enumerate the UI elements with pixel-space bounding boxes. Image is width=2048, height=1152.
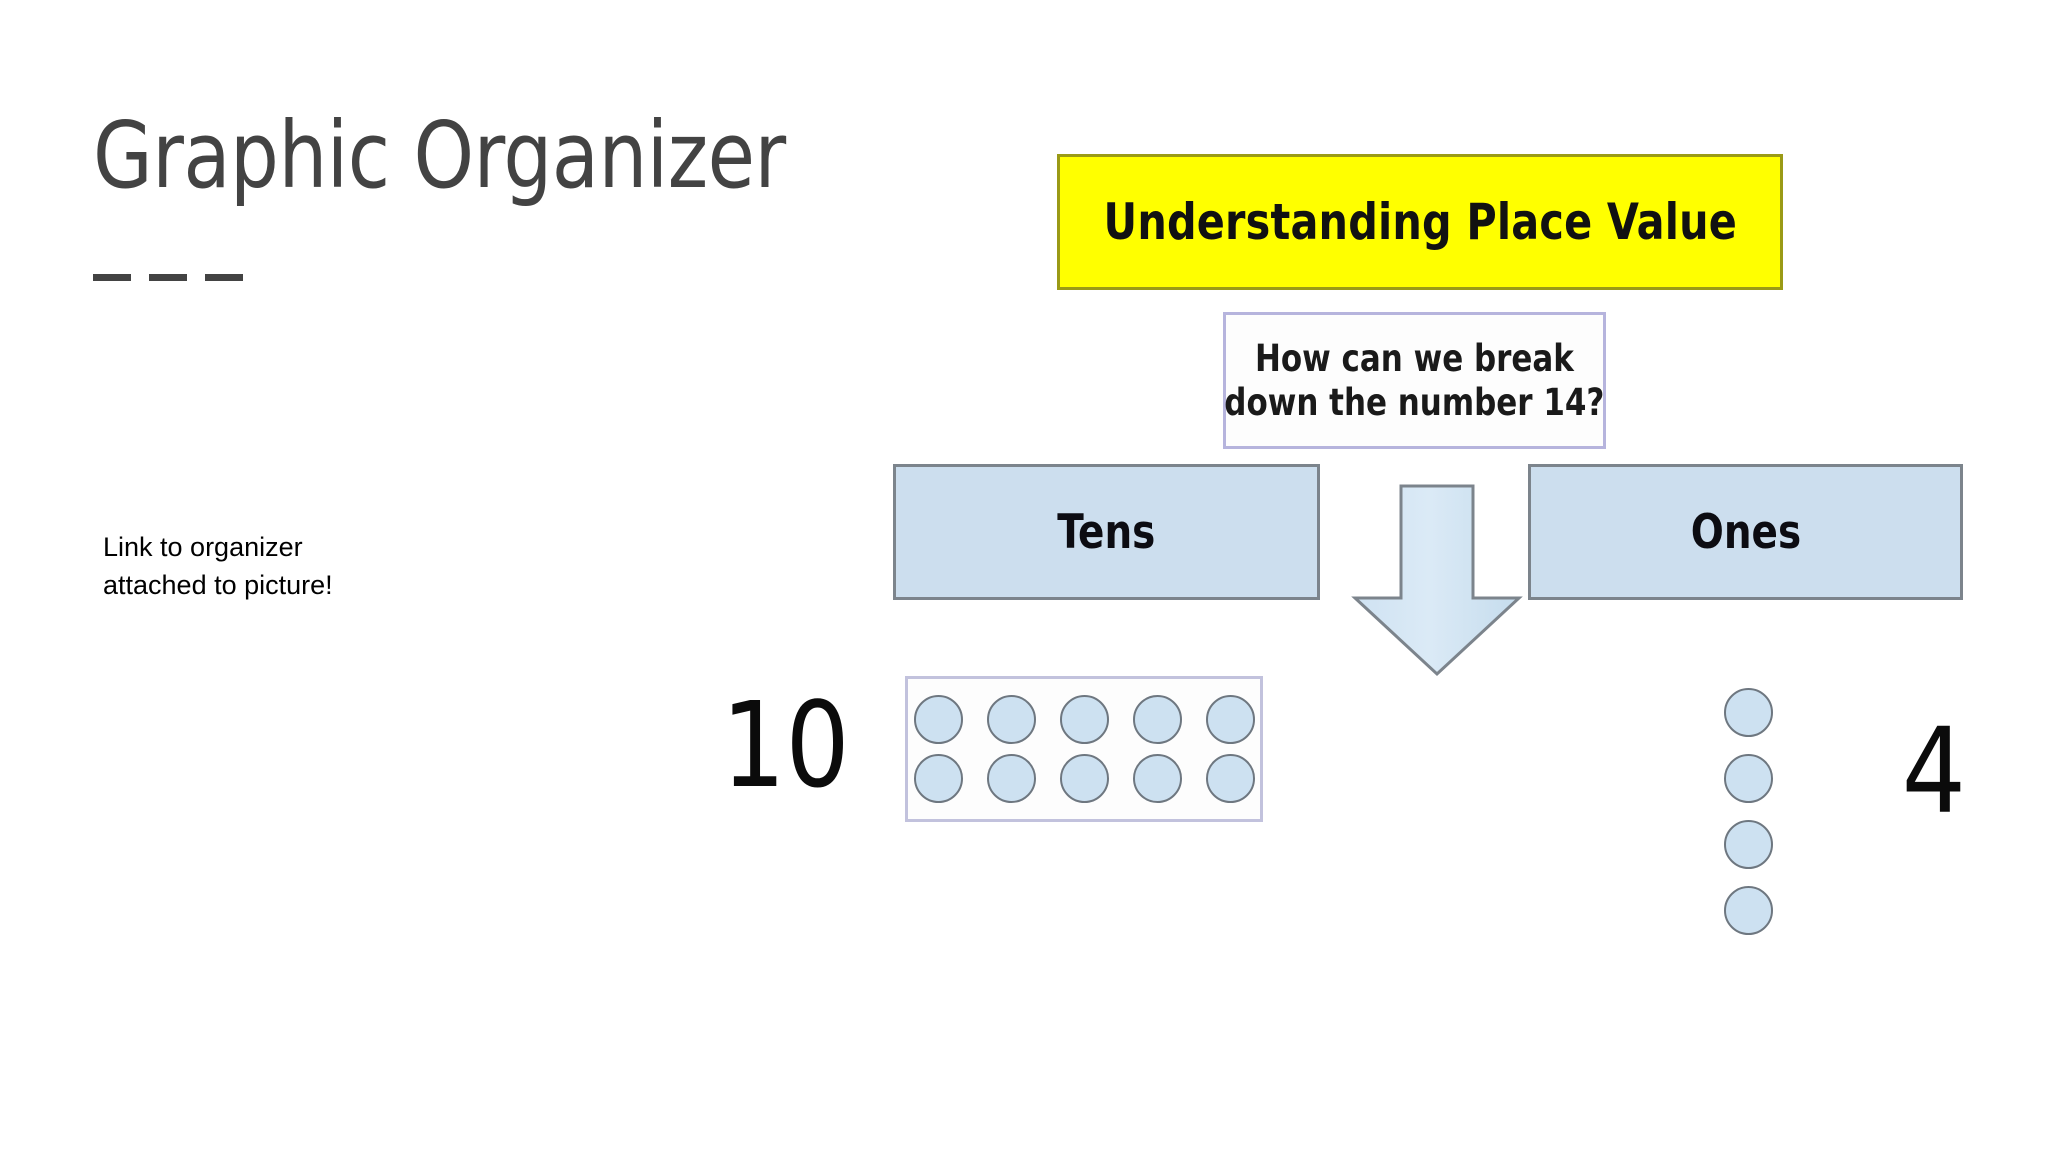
title-dash-3 [205, 274, 243, 281]
link-note-line-1: Link to organizer [103, 532, 303, 562]
arrow-down-icon [1351, 484, 1523, 677]
page-title: Graphic Organizer [93, 102, 786, 209]
tens-value: 10 [721, 676, 850, 814]
link-note: Link to organizer attached to picture! [103, 528, 523, 605]
counter [1724, 688, 1773, 737]
organizer-question-box: How can we break down the number 14? [1223, 312, 1606, 449]
ones-value: 4 [1901, 702, 1966, 840]
title-dash-2 [149, 274, 187, 281]
counter [1724, 754, 1773, 803]
counter [913, 754, 963, 803]
counter [1724, 886, 1773, 935]
counter [913, 695, 963, 744]
link-note-line-2: attached to picture! [103, 570, 333, 601]
place-value-box-tens: Tens [893, 464, 1320, 600]
title-dash-1 [93, 274, 131, 281]
question-line-1: How can we break [1255, 336, 1574, 380]
counter [1205, 695, 1255, 744]
counter [1059, 695, 1109, 744]
counter [1059, 754, 1109, 803]
ten-frame-row-2 [913, 754, 1255, 803]
organizer-banner: Understanding Place Value [1057, 154, 1783, 290]
counter [1205, 754, 1255, 803]
counter [1132, 695, 1182, 744]
place-value-box-ones: Ones [1528, 464, 1963, 600]
counter [1724, 820, 1773, 869]
ten-frame-row-1 [913, 695, 1255, 744]
question-line-2: down the number 14? [1224, 380, 1605, 424]
place-value-label-ones: Ones [1690, 504, 1801, 560]
title-underline-dashes [93, 274, 243, 281]
counter [986, 695, 1036, 744]
ten-frame [905, 676, 1263, 822]
counter [1132, 754, 1182, 803]
place-value-label-tens: Tens [1057, 504, 1156, 560]
counter [986, 754, 1036, 803]
ones-counter-column [1724, 688, 1773, 935]
organizer-banner-label: Understanding Place Value [1103, 193, 1737, 251]
